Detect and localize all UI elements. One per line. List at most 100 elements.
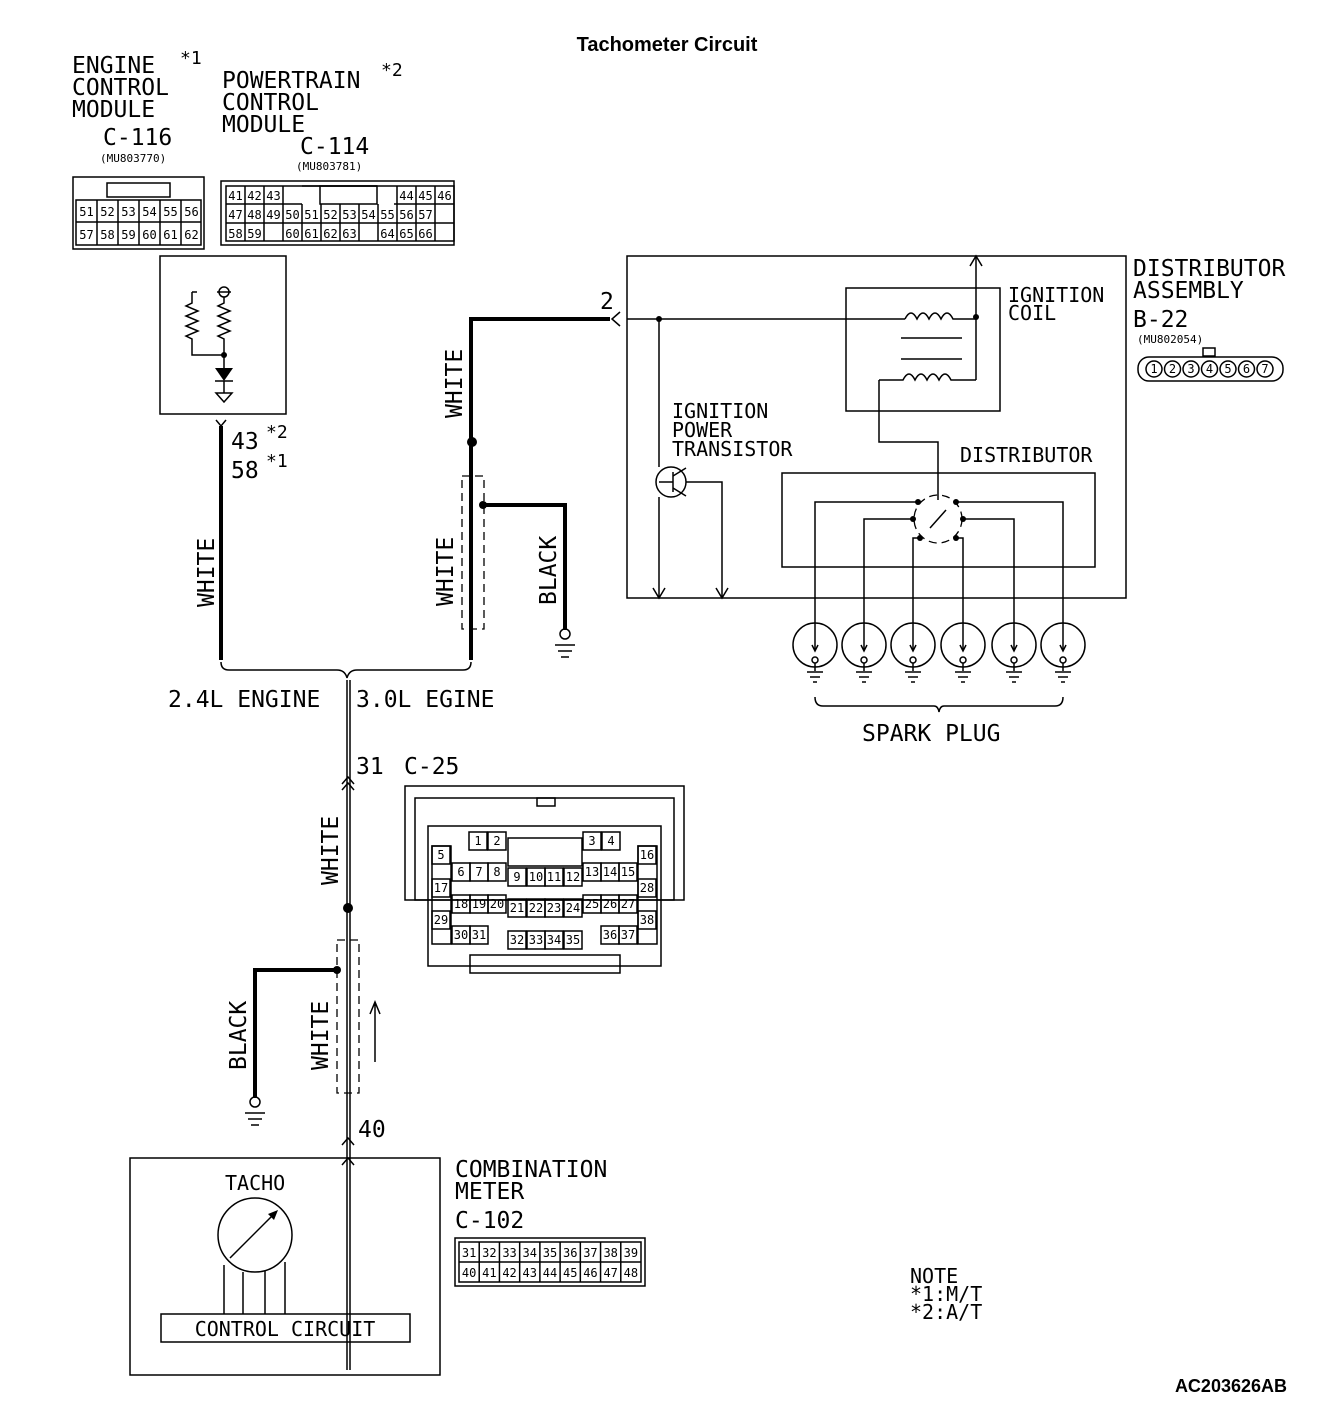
ground-icon-lower (245, 1096, 265, 1126)
ecm-module-box (159, 255, 287, 415)
ecm-terminal-arrow-icon (215, 419, 227, 428)
wire-label-black-lower: BLACK (226, 1001, 252, 1070)
meter-name-line-2: METER (455, 1179, 524, 1205)
page-title: Tachometer Circuit (577, 34, 758, 56)
c25-pin-37: 37 (621, 928, 635, 942)
c25-pin-18: 18 (454, 897, 468, 911)
c25-pin-29: 29 (434, 913, 448, 927)
diode-icon (215, 368, 233, 381)
ecm-name-line-3: MODULE (72, 97, 155, 123)
pcm-pin-54: 54 (361, 208, 375, 222)
pcm-connector-id: C-114 (300, 134, 369, 160)
shielded-wire-outline (461, 475, 485, 630)
c25-pin-31: 31 (472, 928, 486, 942)
transistor-label-2: POWER (672, 418, 733, 442)
c25-pin-14: 14 (603, 865, 617, 879)
distributor-pin-ring (1163, 360, 1182, 378)
transistor-label-3: TRANSISTOR (672, 437, 793, 461)
distributor-assembly: 2 IGNITION COIL IGNITION POWER TRANSISTO… (600, 254, 1127, 628)
ecm-pin-57: 57 (79, 228, 93, 242)
pcm-pin-41: 41 (228, 189, 242, 203)
ecm-pin-62: 62 (184, 228, 198, 242)
meter-connector-outline (454, 1237, 646, 1287)
wire-label-white-main-upper: WHITE (318, 816, 344, 885)
spark-plug-icon (991, 622, 1037, 683)
spark-plug-label: SPARK PLUG (862, 721, 1000, 747)
pcm-mark: *2 (381, 60, 403, 81)
spark-plug-icon (940, 622, 986, 683)
c25-pin-22: 22 (529, 901, 543, 915)
wire-label-white-3-0l-lower: WHITE (433, 537, 459, 606)
pcm-pin-61: 61 (304, 227, 318, 241)
meter-pin-35: 35 (543, 1246, 557, 1260)
pcm-pin-58: 58 (228, 227, 242, 241)
meter-pin-33: 33 (502, 1246, 516, 1260)
distributor-name-line-2: ASSEMBLY (1133, 278, 1244, 304)
ecm-connector-outline (72, 176, 205, 250)
wire-label-white-main-lower: WHITE (308, 1001, 334, 1070)
c25-pin-7: 7 (475, 865, 482, 879)
c25-pin-5: 5 (437, 848, 444, 862)
distributor-pin-ring (1256, 360, 1274, 378)
distributor-pin-ring (1182, 360, 1200, 378)
c25-connector-id: C-25 (404, 754, 459, 780)
ecm-connector-id: C-116 (103, 125, 172, 151)
meter-pin-42: 42 (502, 1266, 516, 1280)
c25-pin-28: 28 (640, 881, 654, 895)
ecm-terminal-43: 43 (231, 429, 259, 455)
meter-pin-31: 31 (462, 1246, 476, 1260)
ecm-terminal-58: 58 (231, 458, 259, 484)
coil-secondary-winding-icon (879, 373, 976, 382)
distributor-connector-outline (1137, 356, 1284, 382)
meter-box (129, 1157, 441, 1376)
meter-pin-45: 45 (563, 1266, 577, 1280)
note-line-1: *1:M/T (910, 1282, 982, 1306)
c25-pin-19: 19 (472, 897, 486, 911)
control-circuit-label: CONTROL CIRCUIT (195, 1317, 376, 1341)
distributor-pin-3: 3 (1187, 362, 1194, 376)
wire-label-white-3-0l-upper: WHITE (442, 349, 468, 418)
meter-pin-41: 41 (482, 1266, 496, 1280)
ecm-pin-56: 56 (184, 205, 198, 219)
distributor-pin-ring (1200, 360, 1219, 378)
splice-icon (467, 437, 477, 447)
pcm-pin-50: 50 (285, 208, 299, 222)
pcm-pin-43: 43 (266, 189, 280, 203)
pcm-name-line-3: MODULE (222, 112, 305, 138)
ecm-pin-53: 53 (121, 205, 135, 219)
meter-connector-id: C-102 (455, 1208, 524, 1234)
ecm-name-line-2: CONTROL (72, 75, 169, 101)
c25-pin-15: 15 (621, 865, 635, 879)
c25-pin-33: 33 (529, 933, 543, 947)
meter-pin-34: 34 (523, 1246, 537, 1260)
pcm-name-line-1: POWERTRAIN (222, 68, 360, 94)
meter-pin-47: 47 (603, 1266, 617, 1280)
ecm-part-number: (MU803770) (100, 152, 166, 165)
ground-icon-upper (555, 628, 575, 658)
spark-plug-icon (1040, 622, 1086, 683)
c25-pin-11: 11 (547, 870, 561, 884)
ecm-pin-60: 60 (142, 228, 156, 242)
pcm-pin-62: 62 (323, 227, 337, 241)
spark-plug-icon (841, 622, 887, 683)
c25-pin-36: 36 (603, 928, 617, 942)
distributor-pin-5: 5 (1224, 362, 1231, 376)
distributor-pin-ring (1237, 360, 1256, 378)
c25-pin-6: 6 (457, 865, 464, 879)
c25-pin-25: 25 (585, 897, 599, 911)
wire-black-shield-upper (483, 503, 567, 630)
ecm-connector-latch (106, 182, 171, 198)
spark-plug-icon (890, 622, 936, 683)
c25-terminal-arrow-icon (341, 775, 355, 791)
meter-pin-38: 38 (603, 1246, 617, 1260)
distributor-label: DISTRIBUTOR (960, 443, 1093, 467)
c25-pin-9: 9 (513, 870, 520, 884)
c25-pin-17: 17 (434, 881, 448, 895)
c25-pin-34: 34 (547, 933, 561, 947)
